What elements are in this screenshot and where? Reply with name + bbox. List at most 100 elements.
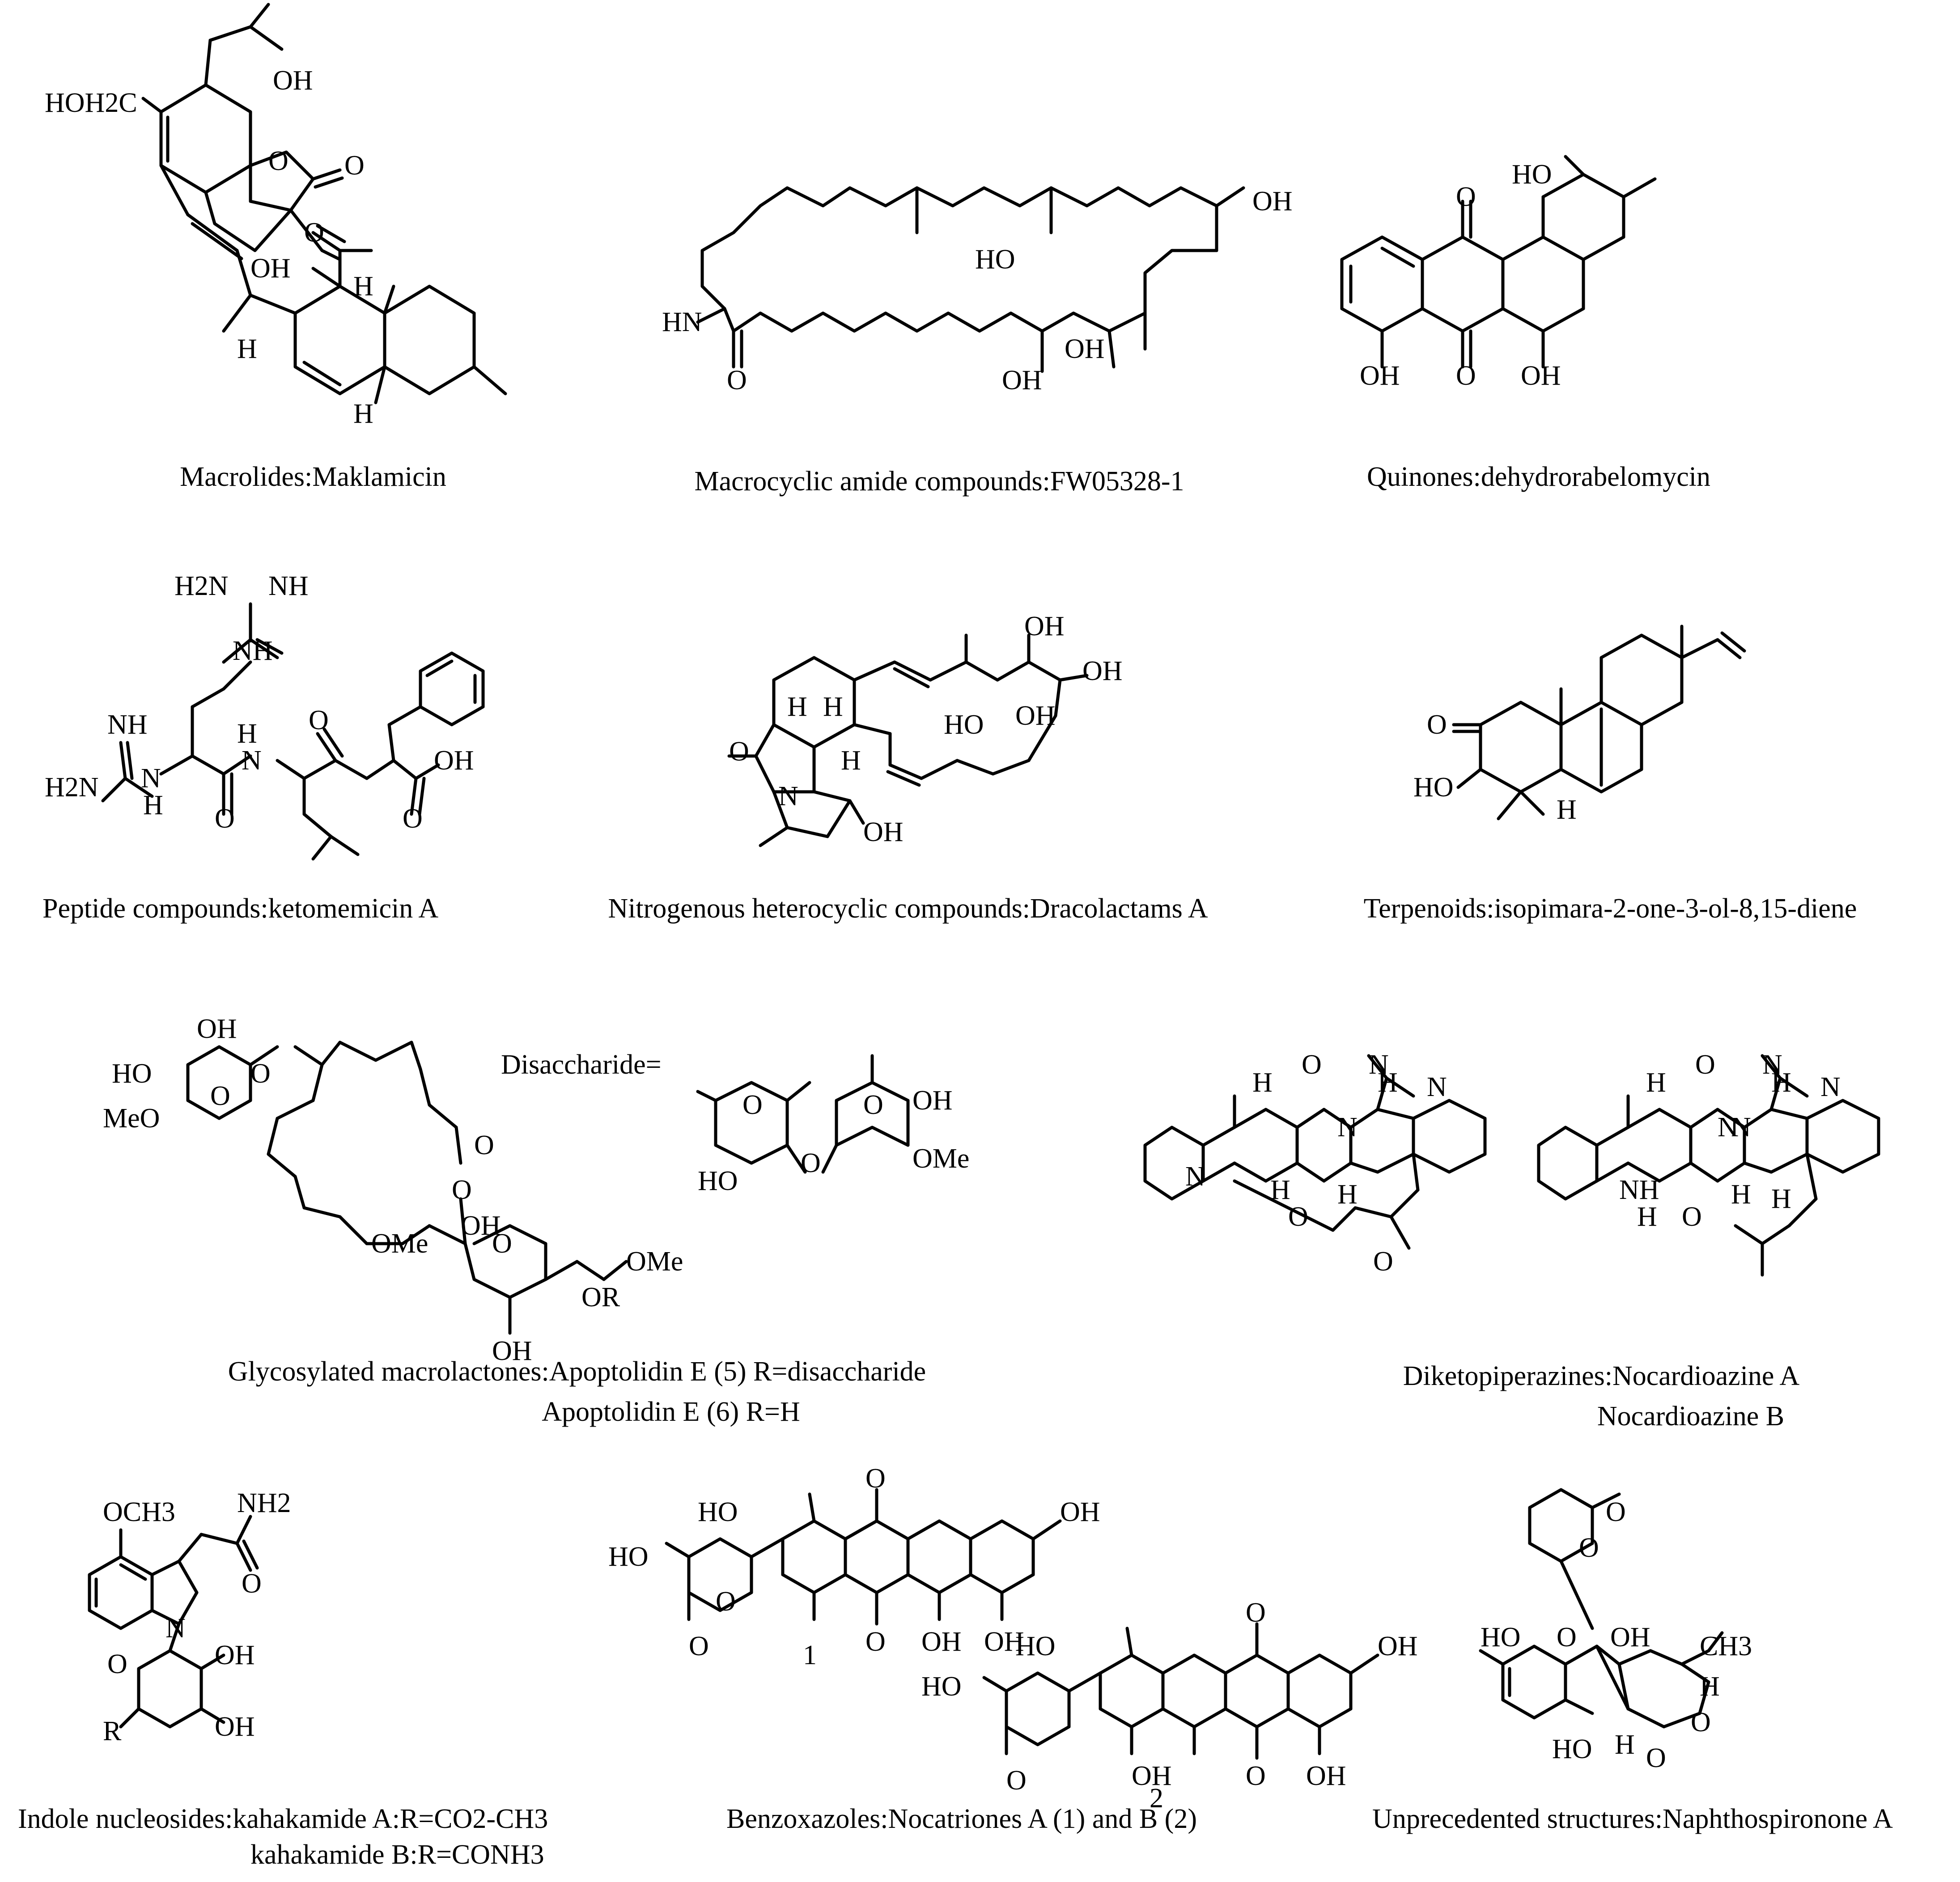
atom-label: H (1731, 1179, 1751, 1210)
atom-label: OH (1015, 701, 1056, 731)
atom-labels-kahakamide: OCH3 NH2 O N O OH OH R (103, 1488, 291, 1746)
atom-label: OH (1521, 361, 1561, 391)
atom-label: H (1378, 1067, 1398, 1098)
structure-nocatrione-a (665, 1488, 1062, 1626)
structure-disaccharide (696, 1054, 910, 1174)
atom-label: OH (984, 1627, 1024, 1657)
atom-labels-isopimara-diene: O HO H (1413, 709, 1577, 825)
atom-label: N (1427, 1072, 1447, 1102)
atom-label: HO (698, 1497, 738, 1527)
atom-label: H (1337, 1179, 1358, 1210)
caption-nocardioazine-line2: Nocardioazine B (1597, 1401, 1785, 1432)
caption-nocatriones: Benzoxazoles:Nocatriones A (1) and B (2) (726, 1804, 1197, 1834)
atom-label: N (242, 745, 262, 776)
atom-label: OH (1082, 656, 1123, 686)
atom-label: H2N (45, 772, 99, 803)
atom-label: HO (698, 1166, 738, 1196)
atom-label: OH (1306, 1761, 1346, 1791)
atom-label: MeO (103, 1103, 160, 1134)
atom-label: OH (215, 1712, 255, 1742)
structure-apoptolidin-e (186, 1041, 628, 1335)
caption-naphthospironone-a: Unprecedented structures:Naphthospironon… (1372, 1804, 1893, 1834)
atom-label: H (1615, 1729, 1635, 1760)
atom-label: H (1771, 1067, 1791, 1098)
caption-apoptolidin-e-line2: Apoptolidin E (6) R=H (542, 1397, 800, 1427)
atom-label: N (1820, 1072, 1841, 1102)
atom-label: N (1762, 1049, 1782, 1080)
atom-label: HO (1512, 159, 1552, 190)
atom-label: O (1302, 1049, 1322, 1080)
atom-label: NH (107, 709, 148, 740)
atom-label: H2N (174, 571, 229, 601)
atom-label: H (841, 745, 861, 776)
atom-label: OH (434, 745, 474, 776)
atom-label: O (742, 1090, 763, 1120)
atom-label: OH (1360, 361, 1400, 391)
atom-label: O (727, 365, 747, 395)
atom-label: NH (233, 636, 273, 666)
atom-label: CH3 (1700, 1631, 1752, 1661)
atom-label: O (1246, 1761, 1266, 1791)
atom-labels-naphthospironone-a: O O HO O OH CH3 H O HO H O (1481, 1497, 1752, 1773)
atom-label: N (141, 763, 161, 794)
atom-label: OH (1610, 1622, 1650, 1653)
structure-nocardioazine-a (1143, 1054, 1487, 1250)
atom-label: HO (975, 244, 1015, 275)
atom-label: H (1771, 1184, 1791, 1214)
structure-nocatrione-b (982, 1622, 1379, 1760)
structure-nocardioazine-b (1537, 1054, 1880, 1277)
structure-ketomemicin-a (101, 602, 485, 861)
atom-label: O (215, 803, 235, 834)
atom-label: H (823, 692, 843, 722)
caption-apoptolidin-e-line1: Glycosylated macrolactones:Apoptolidin E… (228, 1356, 926, 1387)
atom-labels-maklamicin: HOH2C OH O O OH O H H H (45, 65, 373, 429)
atom-label: H (353, 399, 373, 429)
caption-dehydrorabelomycin: Quinones:dehydrorabelomycin (1367, 462, 1710, 492)
atom-label: OH (250, 253, 291, 284)
atom-label: NH2 (237, 1488, 291, 1518)
atom-label: O (107, 1649, 127, 1679)
atom-label: O (1606, 1497, 1626, 1527)
caption-nocardioazine-line1: Diketopiperazines:Nocardioazine A (1403, 1361, 1800, 1391)
caption-kahakamide-line2: kahakamide B:R=CONH3 (250, 1840, 544, 1870)
atom-label: H (143, 790, 163, 820)
atom-label: O (474, 1130, 494, 1160)
atom-label: N (1731, 1112, 1751, 1143)
atom-label: O (716, 1586, 736, 1617)
atom-label: O (1246, 1597, 1266, 1628)
atom-labels-fw05328-1: OH HO HN OH OH O (662, 186, 1293, 395)
atom-labels-dehydrorabelomycin: HO O O OH OH (1360, 159, 1561, 391)
atom-label: O (492, 1228, 512, 1259)
atom-label: H (1637, 1202, 1657, 1232)
atom-label: O (304, 217, 324, 248)
atom-label: NH (1619, 1175, 1659, 1205)
atom-label: O (1373, 1246, 1393, 1277)
atom-label: HN (662, 307, 702, 337)
atom-label: H (787, 692, 807, 722)
compound-label-2: 2 (1150, 1783, 1163, 1814)
atom-label: N (1369, 1049, 1389, 1080)
atom-label: O (801, 1148, 821, 1178)
caption-maklamicin: Macrolides:Maklamicin (180, 462, 446, 492)
atom-label: OH (492, 1336, 532, 1366)
structure-naphthospironone-a (1479, 1488, 1724, 1729)
atom-label: N (1337, 1112, 1358, 1143)
atom-label: H (353, 271, 373, 302)
atom-label: OH (197, 1014, 237, 1044)
atom-label: O (689, 1631, 709, 1661)
atom-label: O (1456, 182, 1476, 212)
atom-label: HO (1413, 772, 1454, 803)
atom-label: H (1252, 1067, 1273, 1098)
atom-label: OH (912, 1085, 953, 1116)
atom-label: HO (608, 1542, 649, 1572)
atom-label: N (1718, 1112, 1738, 1143)
atom-label: O (1006, 1765, 1027, 1796)
atom-labels-apoptolidin-e: OH HO O MeO O O O OH OMe O OMe OR OH Dis… (103, 1014, 969, 1366)
atom-label: O (242, 1568, 262, 1599)
atom-label: H (1270, 1175, 1290, 1205)
atom-label: O (1579, 1533, 1599, 1563)
atom-label: OH (863, 817, 904, 847)
atom-labels-nocardioazine: N H O N H N N H H O O N H O N H N NH H H… (1185, 1049, 1841, 1277)
